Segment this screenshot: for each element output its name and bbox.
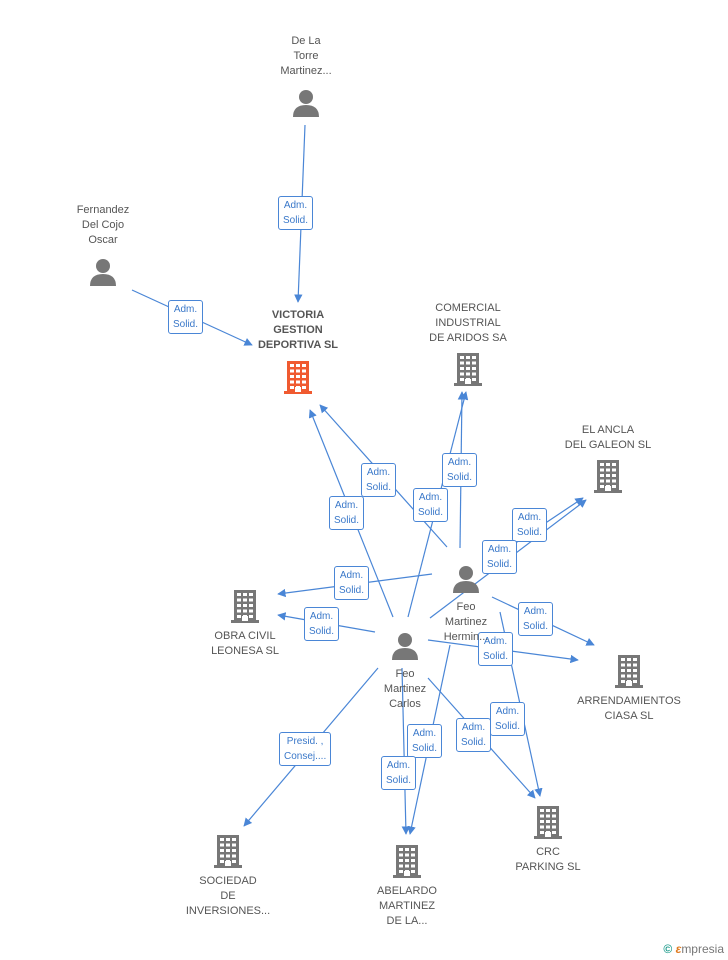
- node-label-carlos[interactable]: Feo Martinez Carlos: [383, 668, 427, 710]
- node-label-victoria[interactable]: VICTORIA GESTION DEPORTIVA SL: [257, 309, 339, 351]
- edge-label-carlos-obra[interactable]: Adm. Solid.: [304, 607, 340, 641]
- building-icon-crc[interactable]: [533, 805, 563, 844]
- edge-label-hermin-abelardo[interactable]: Adm. Solid.: [407, 724, 443, 758]
- edge-label-hermin-ancla[interactable]: Adm. Solid.: [512, 508, 548, 542]
- node-label-delatorre[interactable]: De La Torre Martinez...: [280, 35, 332, 77]
- edge-label-fernandez-victoria[interactable]: Adm. Solid.: [168, 300, 204, 334]
- edge-carlos-abelardo: [401, 667, 411, 835]
- empresia-logo: © εmpresia: [663, 942, 724, 956]
- edge-label-hermin-arrend[interactable]: Adm. Solid.: [518, 602, 554, 636]
- edge-label-delatorre-victoria[interactable]: Adm. Solid.: [278, 196, 314, 230]
- building-icon-comercial[interactable]: [453, 352, 483, 391]
- node-label-ancla[interactable]: EL ANCLA DEL GALEON SL: [564, 424, 652, 451]
- node-label-fernandez[interactable]: Fernandez Del Cojo Oscar: [76, 204, 130, 246]
- node-label-obra[interactable]: OBRA CIVIL LEONESA SL: [211, 630, 279, 657]
- person-icon-hermin[interactable]: [451, 564, 481, 599]
- edge-label-carlos-abelardo[interactable]: Adm. Solid.: [381, 756, 417, 790]
- brand-e: ε: [675, 942, 682, 956]
- person-icon-carlos[interactable]: [390, 631, 420, 666]
- edge-label-carlos-sociedad[interactable]: Presid. , Consej....: [279, 732, 332, 766]
- node-label-comercial[interactable]: COMERCIAL INDUSTRIAL DE ARIDOS SA: [429, 302, 507, 344]
- person-icon-fernandez[interactable]: [88, 257, 118, 292]
- edge-label-carlos-crc[interactable]: Adm. Solid.: [456, 718, 492, 752]
- brand-name: mpresia: [681, 942, 724, 956]
- person-icon-delatorre[interactable]: [291, 88, 321, 123]
- edge-label-hermin-obra[interactable]: Adm. Solid.: [334, 566, 370, 600]
- building-icon-sociedad[interactable]: [213, 834, 243, 873]
- node-label-sociedad[interactable]: SOCIEDAD DE INVERSIONES...: [185, 875, 271, 917]
- edge-label-carlos-victoria[interactable]: Adm. Solid.: [329, 496, 365, 530]
- edge-label-carlos-comercial[interactable]: Adm. Solid.: [413, 488, 449, 522]
- copyright-icon: ©: [663, 942, 673, 956]
- edge-label-hermin-comercial[interactable]: Adm. Solid.: [442, 453, 478, 487]
- building-icon-arrend[interactable]: [614, 654, 644, 693]
- building-icon-obra[interactable]: [230, 589, 260, 628]
- building-icon-abelardo[interactable]: [392, 844, 422, 883]
- node-label-hermin[interactable]: Feo Martinez Hermin...: [443, 601, 489, 643]
- edge-label-hermin-crc[interactable]: Adm. Solid.: [490, 702, 526, 736]
- edge-label-carlos-ancla[interactable]: Adm. Solid.: [482, 540, 518, 574]
- building-icon-ancla[interactable]: [593, 459, 623, 498]
- node-label-arrend[interactable]: ARRENDAMIENTOS CIASA SL: [577, 695, 681, 722]
- node-label-abelardo[interactable]: ABELARDO MARTINEZ DE LA...: [377, 885, 437, 927]
- edge-label-hermin-victoria[interactable]: Adm. Solid.: [361, 463, 397, 497]
- building-icon-victoria[interactable]: [283, 360, 313, 399]
- node-label-crc[interactable]: CRC PARKING SL: [515, 846, 581, 873]
- edge-label-carlos-arrend[interactable]: Adm. Solid.: [478, 632, 514, 666]
